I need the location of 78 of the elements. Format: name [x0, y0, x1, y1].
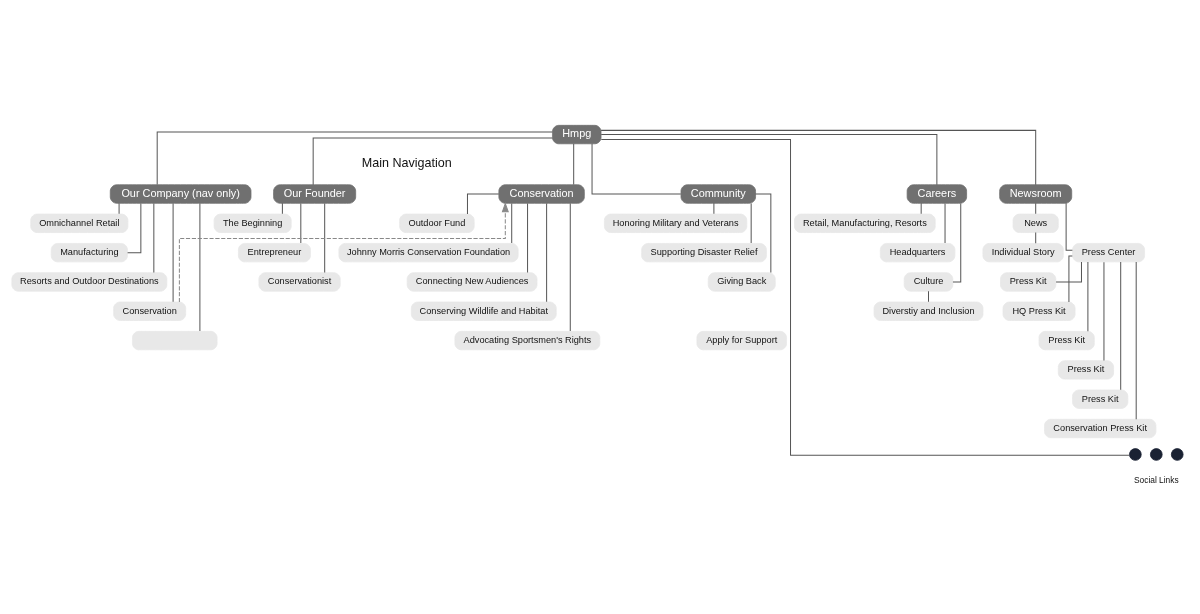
node-box: Press Center — [1072, 242, 1145, 262]
connector — [199, 202, 201, 332]
node-box: Newsroom — [999, 183, 1073, 204]
connector — [1087, 261, 1089, 332]
connector — [1068, 255, 1073, 302]
node-box: Diverstiy and Inclusion — [873, 301, 984, 321]
node-box: Retail, Manufacturing, Resorts — [794, 213, 936, 233]
node-box: Careers — [906, 183, 967, 204]
node-box — [132, 330, 218, 350]
connector — [1135, 261, 1137, 420]
node-box: Outdoor Fund — [399, 213, 475, 233]
node-box: Entrepreneur — [238, 242, 311, 262]
connector — [944, 202, 946, 244]
connector — [118, 202, 120, 214]
node-box: Headquarters — [879, 242, 956, 262]
label: Main Navigation — [361, 155, 452, 170]
connector — [312, 136, 553, 185]
connector — [546, 202, 548, 302]
node-box: Press Kit — [1057, 359, 1114, 380]
node-box: Press Kit — [1000, 271, 1057, 292]
node-box: Individual Story — [982, 242, 1064, 262]
node-box: Resorts and Outdoor Destinations — [11, 271, 168, 292]
node-box: Our Company (nav only) — [109, 183, 252, 204]
connector — [281, 202, 283, 214]
node-box: News — [1012, 213, 1059, 233]
connector — [466, 193, 500, 215]
node-box: Conservationist — [258, 271, 341, 292]
connector — [591, 142, 682, 194]
node-box: Supporting Disaster Relief — [641, 242, 767, 262]
node-box: Press Kit — [1072, 389, 1129, 409]
node-box: Apply for Support — [696, 330, 787, 350]
connector — [600, 129, 1037, 185]
connector — [300, 202, 302, 244]
node-box: Conservation — [113, 301, 187, 321]
node-box: Connecting New Audiences — [406, 271, 538, 292]
node-box: Community — [680, 183, 756, 204]
connector — [527, 202, 529, 273]
connector — [127, 202, 142, 253]
connector — [324, 202, 326, 273]
connector — [1103, 261, 1105, 361]
connector — [569, 202, 571, 332]
connector — [1120, 261, 1122, 390]
node-box: Giving Back — [707, 271, 776, 292]
node-circle — [1170, 447, 1184, 461]
node-box: Press Kit — [1038, 330, 1095, 350]
node-box: Advocating Sportsmen's Rights — [454, 330, 601, 350]
node-box: Hmpg — [552, 124, 602, 144]
connector — [920, 202, 922, 214]
connector — [511, 202, 513, 244]
connector — [1035, 231, 1037, 244]
connector — [1055, 260, 1082, 282]
connector — [600, 133, 938, 185]
node-box: Johnny Morris Conservation Foundation — [338, 242, 519, 262]
node-box: Conserving Wildlife and Habitat — [410, 301, 557, 321]
node-circle — [1150, 447, 1163, 461]
node-box: HQ Press Kit — [1002, 301, 1076, 321]
connector — [172, 202, 174, 302]
node-box: Omnichannel Retail — [30, 213, 129, 233]
node-box: Conservation Press Kit — [1044, 418, 1157, 438]
node-circle — [1129, 447, 1142, 461]
node-box: Conservation — [498, 183, 585, 204]
node-box: Manufacturing — [50, 242, 128, 262]
connector — [750, 202, 752, 244]
node-box: Honoring Military and Veterans — [604, 213, 748, 233]
connector — [928, 290, 929, 302]
connector — [573, 142, 575, 185]
connector — [153, 202, 155, 273]
node-box: The Beginning — [213, 213, 292, 233]
node-box: Our Founder — [273, 183, 357, 204]
connector — [156, 131, 553, 185]
connector — [1035, 202, 1037, 214]
connector — [755, 193, 772, 273]
label: Social Links — [1133, 474, 1179, 485]
node-box: Culture — [903, 271, 954, 292]
connector — [1065, 202, 1073, 251]
arrow — [178, 202, 509, 303]
connector — [713, 202, 715, 214]
connector — [952, 202, 962, 282]
